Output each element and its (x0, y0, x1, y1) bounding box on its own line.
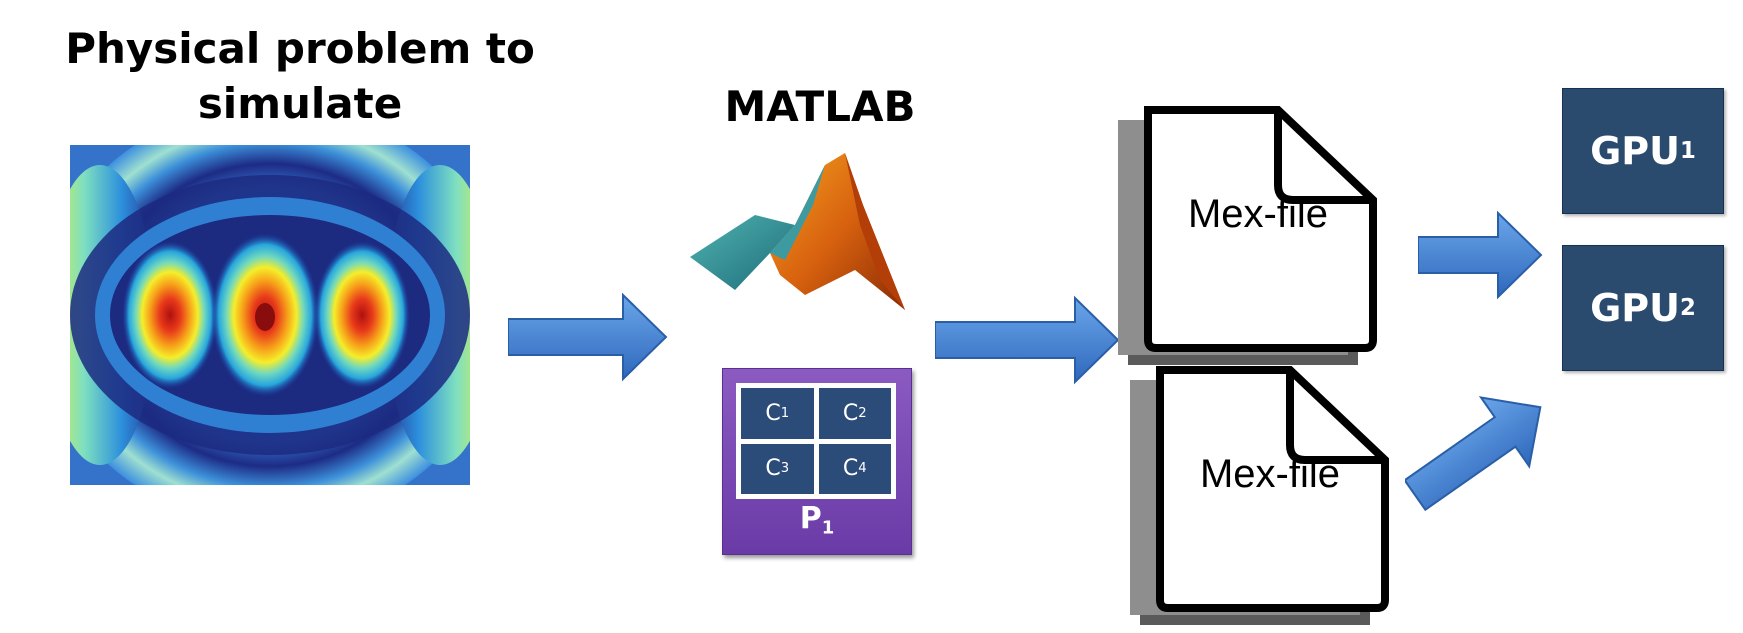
physical-problem-title: Physical problem to simulate (40, 22, 560, 131)
physical-problem-title-line1: Physical problem to (65, 24, 535, 73)
arrow-to-gpu2 (1405, 396, 1542, 512)
arrow-to-mex (935, 295, 1120, 385)
mex-file-label-2: Mex-file (1199, 452, 1341, 496)
mex-file-document-icon (1118, 106, 1377, 365)
mex-file-document-icon (1130, 366, 1389, 625)
simulation-field-image (70, 145, 470, 485)
matlab-title: MATLAB (724, 82, 916, 131)
processor-label: P1 (799, 501, 835, 539)
matlab-logo-icon (690, 153, 905, 310)
mex-file-label-1: Mex-file (1187, 192, 1329, 236)
arrow-to-matlab (508, 292, 668, 382)
physical-problem-title-line2: simulate (197, 78, 403, 128)
arrow-to-gpu1 (1418, 210, 1543, 300)
